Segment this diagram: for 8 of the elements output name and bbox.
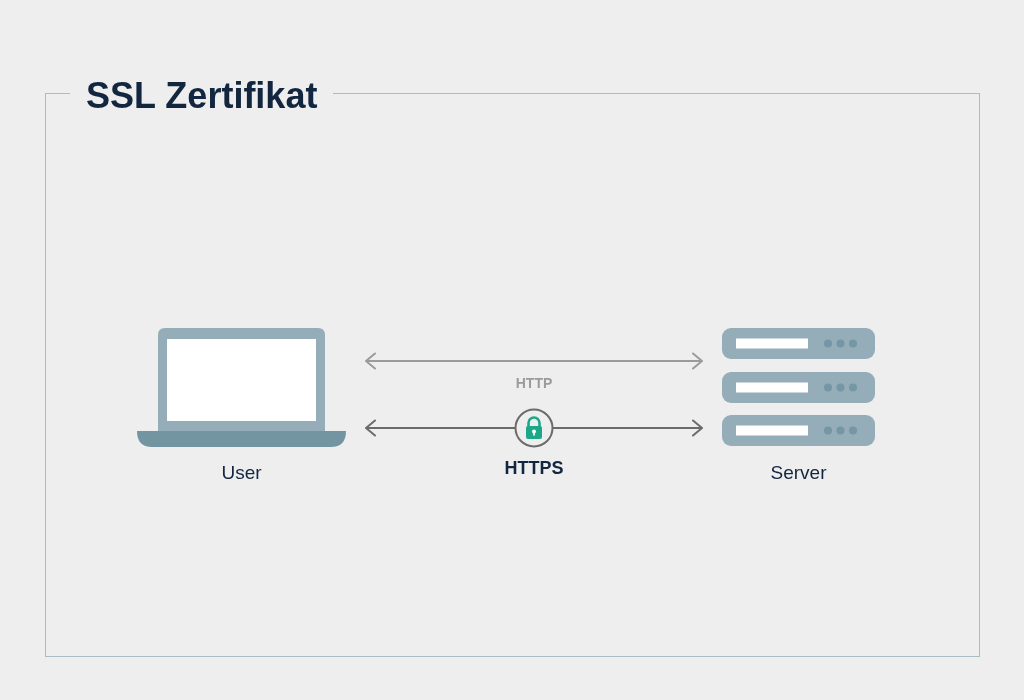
laptop-picture [137, 328, 346, 447]
server-rack-picture [722, 328, 875, 446]
double-arrow [365, 419, 703, 437]
edge-label: HTTP [515, 374, 553, 392]
double-arrow [365, 352, 703, 370]
edge-label: HTTPS [504, 457, 564, 480]
node-caption: User [221, 461, 262, 485]
node-caption: Server [770, 461, 827, 485]
